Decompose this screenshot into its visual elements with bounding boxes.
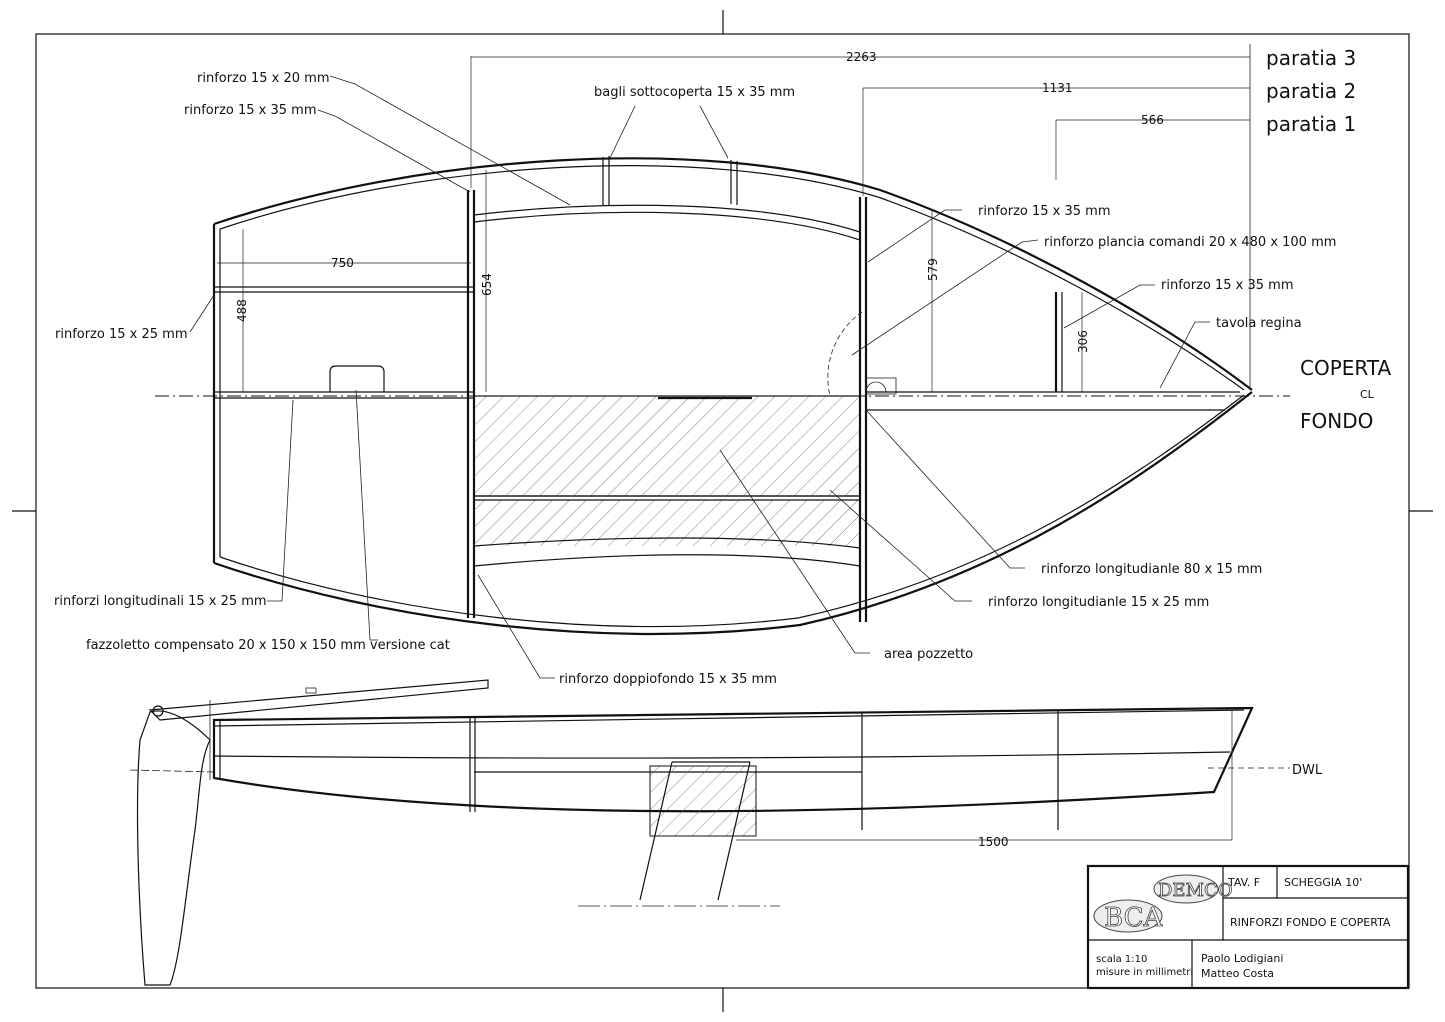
title-author-1: Paolo Lodigiani — [1201, 952, 1283, 965]
dim-2263: 2263 — [846, 50, 877, 64]
label-fondo: FONDO — [1300, 409, 1373, 433]
label-rinforzo-15x35-c: rinforzo 15 x 35 mm — [1161, 278, 1293, 293]
dimension-lines — [217, 44, 1251, 392]
title-project: SCHEGGIA 10' — [1284, 876, 1362, 889]
title-scale: scala 1:10 — [1096, 954, 1147, 965]
logo-bca: BCA — [1104, 903, 1163, 933]
logo-demco: DEMCO — [1158, 880, 1233, 901]
title-block — [1086, 864, 1410, 990]
dim-566: 566 — [1141, 113, 1164, 127]
title-units: misure in millimetri — [1096, 967, 1193, 978]
side-view-hull — [129, 679, 1290, 986]
dim-1500: 1500 — [978, 835, 1009, 849]
label-area-pozzetto: area pozzetto — [884, 647, 973, 662]
label-paratia-2: paratia 2 — [1266, 79, 1356, 103]
label-centerline: CL — [1360, 388, 1375, 401]
title-author-2: Matteo Costa — [1201, 967, 1274, 980]
dim-488: 488 — [235, 299, 249, 322]
dim-579: 579 — [926, 258, 940, 281]
leader-lines — [189, 75, 1210, 679]
label-rinforzo-15x20: rinforzo 15 x 20 mm — [197, 71, 329, 86]
label-bagli: bagli sottocoperta 15 x 35 mm — [594, 85, 795, 100]
title-subject: RINFORZI FONDO E COPERTA — [1230, 916, 1391, 929]
label-long-15x25: rinforzo longitudianle 15 x 25 mm — [988, 595, 1209, 610]
label-rinforzo-15x25: rinforzo 15 x 25 mm — [55, 327, 187, 342]
label-doppiofondo: rinforzo doppiofondo 15 x 35 mm — [559, 672, 777, 687]
label-dwl: DWL — [1292, 763, 1323, 778]
label-rinforzo-15x35-b: rinforzo 15 x 35 mm — [978, 204, 1110, 219]
title-tav: TAV. F — [1227, 876, 1260, 889]
sheet-frame — [12, 10, 1433, 1012]
dim-1131: 1131 — [1042, 81, 1073, 95]
label-paratia-1: paratia 1 — [1266, 112, 1356, 136]
label-plancia: rinforzo plancia comandi 20 x 480 x 100 … — [1044, 235, 1336, 250]
dim-306: 306 — [1076, 330, 1090, 353]
label-paratia-3: paratia 3 — [1266, 46, 1356, 70]
label-coperta: COPERTA — [1300, 356, 1392, 380]
label-fazzoletto: fazzoletto compensato 20 x 150 x 150 mm … — [86, 638, 450, 653]
dim-750: 750 — [331, 256, 354, 270]
dim-654: 654 — [480, 273, 494, 296]
label-rinforzo-15x35-a: rinforzo 15 x 35 mm — [184, 103, 316, 118]
label-tavola-regina: tavola regina — [1216, 316, 1302, 331]
label-long-80x15: rinforzo longitudianle 80 x 15 mm — [1041, 562, 1262, 577]
plan-view-hull — [212, 156, 1253, 635]
label-longitudinali: rinforzi longitudinali 15 x 25 mm — [54, 594, 267, 609]
